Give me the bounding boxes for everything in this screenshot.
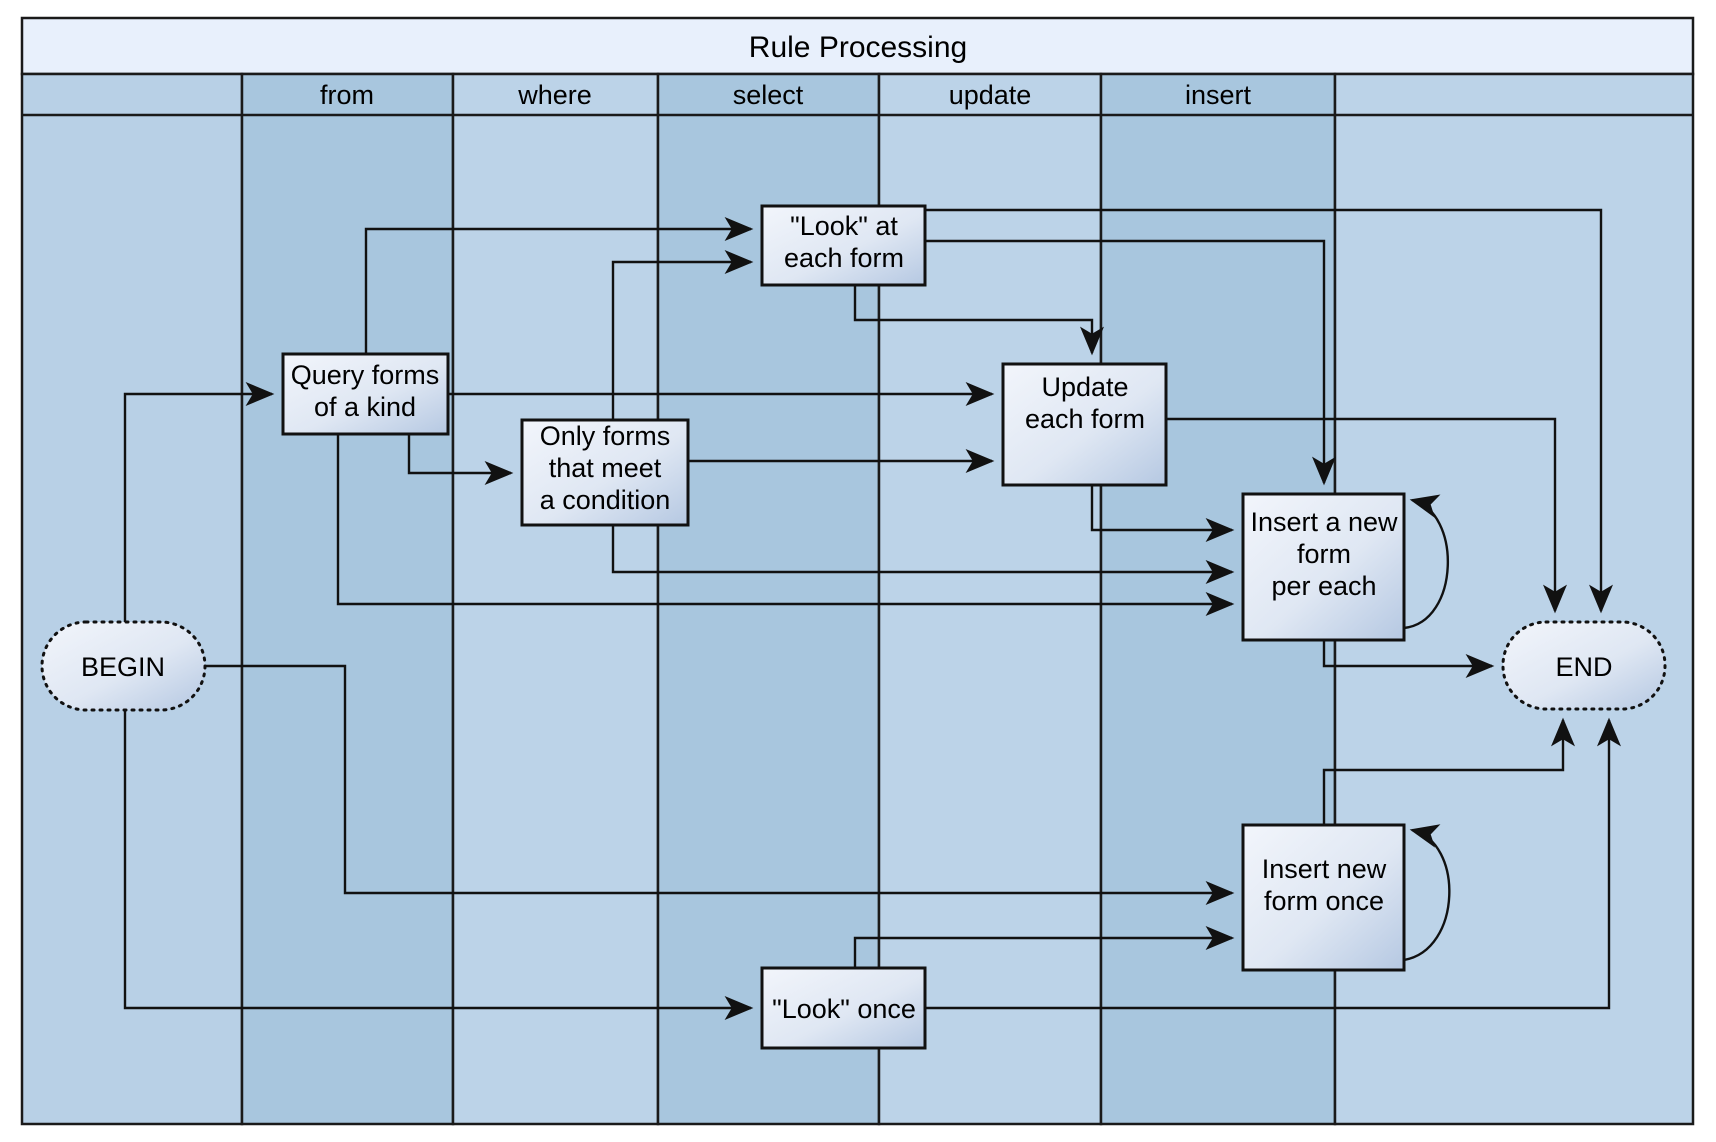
only-forms-label-line3: a condition: [540, 485, 671, 515]
node-look-each[interactable]: "Look" at each form: [760, 204, 927, 287]
insert-each-label-line1: Insert a new: [1250, 507, 1398, 537]
node-insert-once[interactable]: Insert new form once: [1241, 823, 1406, 972]
update-each-label-line1: Update: [1041, 372, 1128, 402]
only-forms-label-line1: Only forms: [540, 421, 671, 451]
insert-each-shape: [1241, 492, 1406, 642]
lane-body-blank-left: [20, 72, 244, 1126]
edge-insert-each-to-end: [1322, 640, 1495, 678]
look-once-shape: [760, 966, 927, 1050]
edge-update-each-to-insert-each: [1090, 485, 1235, 542]
look-each-label-line1: "Look" at: [790, 211, 898, 241]
query-forms-label-line1: Query forms: [291, 360, 440, 390]
lane-headers: from where select update insert: [320, 80, 1252, 110]
lane-header-insert: insert: [1185, 80, 1252, 110]
edge-insert-once-self-loop: [1403, 824, 1451, 962]
edge-update-each-to-end: [1166, 417, 1567, 614]
lane-header-from: from: [320, 80, 374, 110]
edge-look-each-to-end: [925, 208, 1613, 614]
pool-title: Rule Processing: [749, 31, 967, 64]
look-once-label: "Look" once: [772, 994, 916, 1024]
begin-label: BEGIN: [81, 652, 165, 682]
lane-body-where: [451, 72, 660, 1126]
edge-query-to-look-each: [364, 217, 754, 354]
update-each-shape: [1001, 362, 1168, 487]
end-shape: [1501, 620, 1667, 711]
insert-each-label-line2: form: [1297, 539, 1351, 569]
lane-header-update: update: [949, 80, 1032, 110]
edge-look-each-to-update-each: [853, 285, 1104, 356]
query-forms-shape: [281, 352, 450, 436]
insert-each-label-line3: per each: [1271, 571, 1376, 601]
edge-begin-to-insert-once: [205, 664, 1235, 905]
node-look-once[interactable]: "Look" once: [760, 966, 927, 1050]
look-each-shape: [760, 204, 927, 287]
end-label: END: [1555, 652, 1612, 682]
node-end[interactable]: END: [1501, 620, 1667, 711]
edge-begin-to-query-forms: [123, 382, 275, 622]
edge-query-to-insert-each: [336, 434, 1235, 616]
node-begin[interactable]: BEGIN: [40, 620, 207, 712]
only-forms-shape: [520, 418, 690, 527]
node-update-each[interactable]: Update each form: [1001, 362, 1168, 487]
query-forms-label-line2: of a kind: [314, 392, 416, 422]
edges-layer: [123, 208, 1621, 1020]
pool-title-band: [20, 16, 1695, 76]
edge-begin-to-look-once: [123, 710, 754, 1020]
edge-only-to-look-each: [611, 250, 754, 420]
insert-once-label-line2: form once: [1264, 886, 1384, 916]
insert-once-shape: [1241, 823, 1406, 972]
edge-only-to-insert-each: [611, 525, 1235, 584]
insert-once-label-line1: Insert new: [1262, 854, 1387, 884]
only-forms-label-line2: that meet: [549, 453, 662, 483]
look-each-label-line2: each form: [784, 243, 904, 273]
edge-look-once-to-insert-once: [853, 926, 1235, 968]
edge-look-once-to-end: [925, 717, 1621, 1010]
begin-shape: [40, 620, 207, 712]
node-query-forms[interactable]: Query forms of a kind: [281, 352, 450, 436]
edge-query-to-only-forms: [407, 434, 514, 485]
edge-look-each-to-insert-each: [925, 239, 1336, 486]
edge-insert-once-to-end: [1322, 717, 1575, 825]
node-only-forms[interactable]: Only forms that meet a condition: [520, 418, 690, 527]
lane-header-select: select: [733, 80, 804, 110]
lane-header-where: where: [517, 80, 592, 110]
lane-body-from: [240, 72, 455, 1126]
update-each-label-line2: each form: [1025, 404, 1145, 434]
edge-insert-each-self-loop: [1403, 494, 1450, 630]
node-insert-each[interactable]: Insert a new form per each: [1241, 492, 1406, 642]
